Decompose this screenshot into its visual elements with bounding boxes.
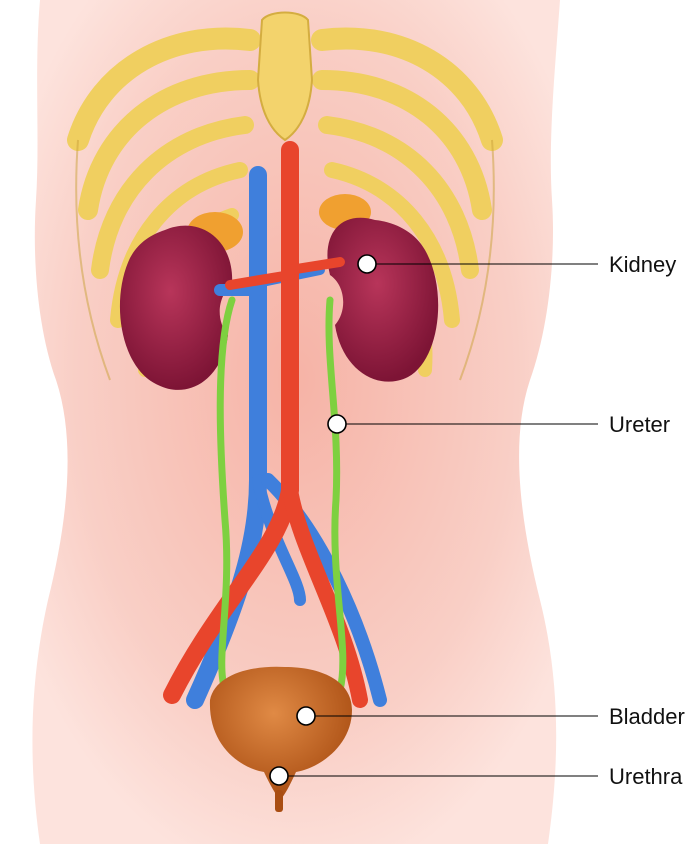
sternum: [256, 11, 314, 142]
label-kidney: Kidney: [357, 252, 676, 277]
label-urethra: Urethra: [269, 764, 683, 789]
urethra-label: Urethra: [609, 764, 683, 789]
kidney-label: Kidney: [609, 252, 676, 277]
bladder-marker: [296, 706, 316, 726]
kidney-right: [327, 217, 439, 382]
kidney-marker: [357, 254, 377, 274]
rib-cage-outline: [75, 139, 495, 381]
bladder-label: Bladder: [609, 704, 685, 729]
ureters: [216, 296, 347, 694]
urethra-marker: [269, 766, 289, 786]
label-ureter: Ureter: [327, 412, 670, 437]
ureter-label: Ureter: [609, 412, 670, 437]
urethra: [275, 790, 283, 812]
kidney-left: [119, 225, 233, 390]
bladder: [209, 666, 352, 800]
aorta: [163, 141, 368, 708]
label-bladder: Bladder: [296, 704, 685, 729]
ureter-marker: [327, 414, 347, 434]
